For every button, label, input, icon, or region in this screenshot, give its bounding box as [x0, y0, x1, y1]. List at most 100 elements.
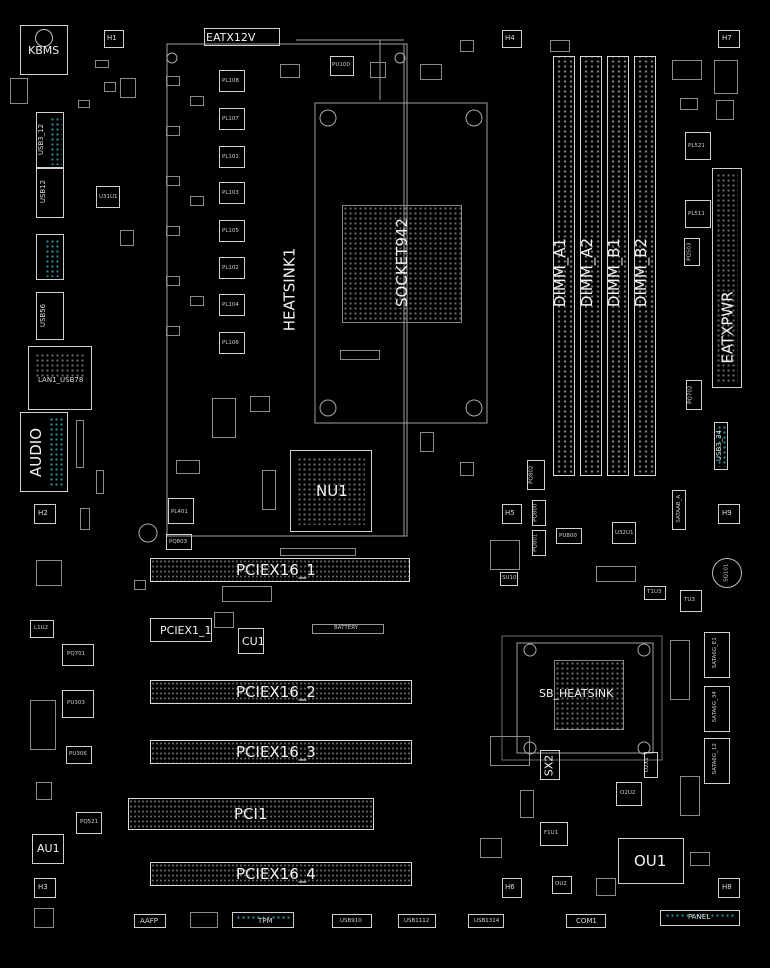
pq701-label: PQ701: [67, 651, 86, 657]
choke-pl105: [219, 220, 245, 242]
cu1-label: CU1: [242, 635, 265, 648]
pq803-label: PQ803: [169, 539, 188, 545]
sq101-crystal: [712, 558, 742, 588]
pcie-x16-slot-4: [150, 862, 412, 886]
o2u2-label: O2U2: [620, 790, 636, 796]
pin-field: [45, 239, 61, 277]
t1u3-label: T1U3: [647, 589, 662, 595]
o2u2-chip: [616, 782, 642, 806]
eatx12v-label: EATX12V: [206, 31, 256, 44]
pu306-label: PU306: [69, 751, 87, 757]
dimm-b2-label: DIMM_B2: [632, 237, 651, 308]
com1-label: COM1: [576, 917, 597, 925]
smd: [480, 838, 502, 858]
choke-pl521: [685, 132, 711, 160]
mount-hole-h4: [502, 30, 522, 48]
choke-pl104: [219, 294, 245, 316]
h8-label: H8: [722, 883, 732, 891]
audio-jack-block: [20, 412, 68, 492]
pq802-label: PQ802: [528, 465, 535, 484]
tpm-header: [232, 912, 294, 928]
dimm-slot-b2: [634, 56, 656, 476]
choke-pl511: [685, 200, 711, 228]
smd: [280, 64, 300, 78]
smd: [96, 470, 104, 494]
ou2-label: OU2: [555, 881, 567, 887]
kbms-port-circle: [35, 29, 53, 47]
com1-header: [566, 914, 606, 928]
o2x1-crystal: [644, 752, 658, 778]
pq800-label: PQ800: [532, 503, 539, 522]
au1-label: AU1: [37, 842, 60, 855]
smd: [95, 60, 109, 68]
usb56-label: USB56: [39, 303, 48, 328]
smd: [716, 100, 734, 120]
h5-label: H5: [505, 509, 515, 517]
mosfet: [190, 296, 204, 306]
mount-hole-h1: [104, 30, 124, 48]
usb12-port: [36, 168, 64, 218]
smd: [490, 540, 520, 570]
mosfet: [166, 126, 180, 136]
mosfet: [166, 326, 180, 336]
smd: [714, 60, 738, 94]
pciex1-1-label: PCIEX1_1: [160, 624, 212, 637]
heatsink1-label: HEATSINK1: [280, 247, 299, 332]
choke-pl401: [168, 498, 194, 524]
pq802-chip: [527, 460, 545, 490]
usb3-34-header: [714, 422, 728, 470]
smd: [420, 64, 442, 80]
au1-chip: [32, 834, 64, 864]
pci-slot-1: [128, 798, 374, 830]
usb3-34-label: USB3_34: [715, 429, 724, 462]
smd: [370, 62, 386, 78]
battery-label: BATTERY: [334, 625, 359, 631]
smd: [596, 878, 616, 896]
dimm-slot-a1: [553, 56, 575, 476]
smd: [262, 470, 276, 510]
h6-label: H6: [505, 883, 515, 891]
pciex16-2-label: PCIEX16_2: [236, 683, 316, 701]
pl511-label: PL511: [688, 211, 705, 217]
pu303-label: PU303: [67, 700, 85, 706]
sata6g-e1-connector: [704, 632, 730, 678]
l1u2-label: L1U2: [34, 625, 49, 631]
pl106-label: PL106: [222, 340, 239, 346]
smd: [36, 560, 62, 586]
audio-label: AUDIO: [27, 427, 46, 478]
mosfet: [166, 76, 180, 86]
smd: [30, 700, 56, 750]
pq503-chip: [684, 238, 700, 266]
sq101-label: SQ101: [723, 563, 730, 582]
h7-label: H7: [722, 34, 732, 42]
choke-pl108: [219, 70, 245, 92]
mosfet: [190, 96, 204, 106]
pl108-label: PL108: [222, 78, 239, 84]
eatxpwr-label: EATXPWR: [718, 291, 737, 364]
sb-heatsink-label: SB_HEATSINK: [539, 687, 614, 700]
pl107-label: PL107: [222, 116, 239, 122]
pin-field: [50, 117, 62, 165]
dimm-slot-b1: [607, 56, 629, 476]
pq701-chip: [62, 644, 94, 666]
smd: [280, 548, 356, 556]
smd: [36, 782, 52, 800]
pu800-chip: [556, 528, 582, 544]
smd: [120, 230, 134, 246]
pci1-label: PCI1: [234, 805, 268, 823]
usb910-label: USB910: [340, 918, 362, 924]
smd: [212, 398, 236, 438]
usb1314-header: [468, 914, 504, 928]
pin-field: [236, 915, 290, 921]
tu3-chip: [680, 590, 702, 612]
pciex16-4-label: PCIEX16_4: [236, 865, 316, 883]
cpu-socket-pin-grid: [342, 205, 462, 323]
usb1112-label: USB1112: [404, 918, 430, 924]
smd: [520, 790, 534, 818]
smd: [190, 912, 218, 928]
pl104-label: PL104: [222, 302, 239, 308]
mount-hole-h5: [502, 504, 522, 524]
smd: [690, 852, 710, 866]
mount-hole-h9: [718, 504, 740, 524]
